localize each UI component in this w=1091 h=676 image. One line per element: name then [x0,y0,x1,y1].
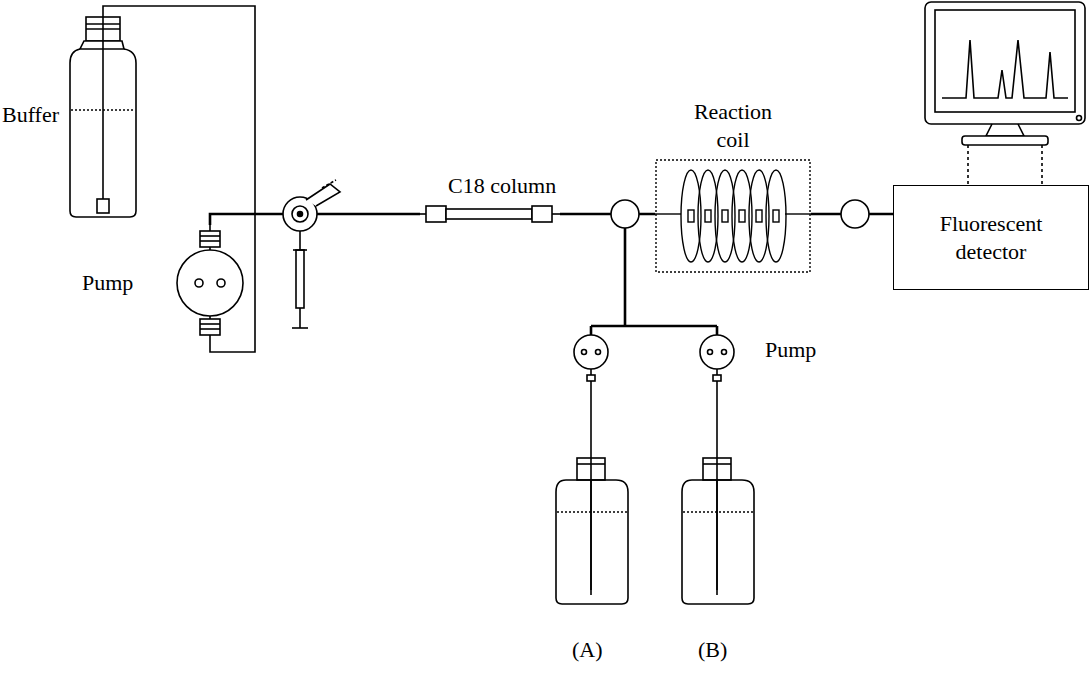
reaction-coil-label: Reaction coil [683,98,783,153]
pump-label: Pump [765,336,816,364]
fluorescent-detector-label: Fluorescent detector [931,210,1051,265]
bottle-label-holder: (A) [572,636,603,664]
buffer-bottle: Buffer [0,15,150,220]
pump: Pump [80,225,245,340]
bottle-label: (B) [698,636,727,664]
c18-column: C18 column [420,178,560,224]
pump-label-holder: Pump [765,336,816,364]
bottle-label: (A) [572,636,603,664]
tubing-line [103,6,255,352]
reaction-coil: Reaction coil [655,98,811,273]
fluorescent-detector: Fluorescent detector [893,185,1089,290]
c18-column-label: C18 column [448,172,556,200]
buffer-bottle-label: Buffer [2,101,59,129]
pump-label: Pump [82,269,133,297]
bottle-label-holder: (B) [698,636,727,664]
reaction-coil-shape [655,98,811,273]
tubing-line [560,213,655,216]
